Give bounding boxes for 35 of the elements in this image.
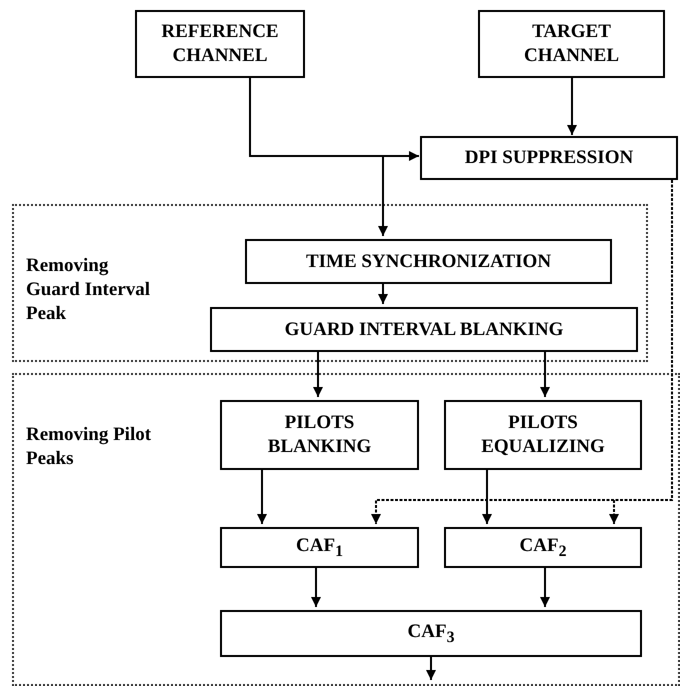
box-label: TIME SYNCHRONIZATION [304, 250, 552, 274]
arrow [257, 468, 267, 524]
process-box [245, 239, 612, 284]
arrow [311, 566, 321, 607]
group-frame [12, 373, 680, 686]
arrow [482, 468, 492, 524]
arrow [313, 350, 323, 397]
process-box [220, 610, 642, 657]
process-box [220, 527, 419, 568]
arrow [378, 282, 388, 304]
arrow [567, 78, 577, 135]
process-box [444, 527, 642, 568]
process-box [135, 10, 305, 78]
arrow [540, 350, 550, 397]
dotted-arrow [609, 180, 673, 524]
arrow [249, 78, 388, 236]
arrow [426, 655, 436, 680]
group-heading: Removing Pilot Peaks [26, 423, 152, 470]
process-box [478, 10, 665, 78]
box-label: TARGET CHANNEL [522, 20, 620, 68]
box-label: PILOTS EQUALIZING [480, 411, 606, 459]
group-frame [12, 204, 648, 362]
group-heading: Removing Guard Interval Peak [26, 254, 152, 326]
box-label: GUARD INTERVAL BLANKING [284, 318, 564, 342]
box-label: CAF$_{2}$ [518, 534, 568, 562]
box-label: CAF$_{1}$ [295, 534, 344, 562]
arrow [540, 566, 550, 607]
box-label: REFERENCE CHANNEL [160, 20, 280, 68]
process-box [444, 400, 642, 470]
box-label: CAF$_{3}$ [406, 620, 456, 648]
process-box [220, 400, 419, 470]
box-label: DPI SUPPRESSION [464, 146, 634, 170]
process-box [420, 136, 678, 180]
box-label: PILOTS BLANKING [266, 411, 372, 459]
process-box [210, 307, 638, 352]
